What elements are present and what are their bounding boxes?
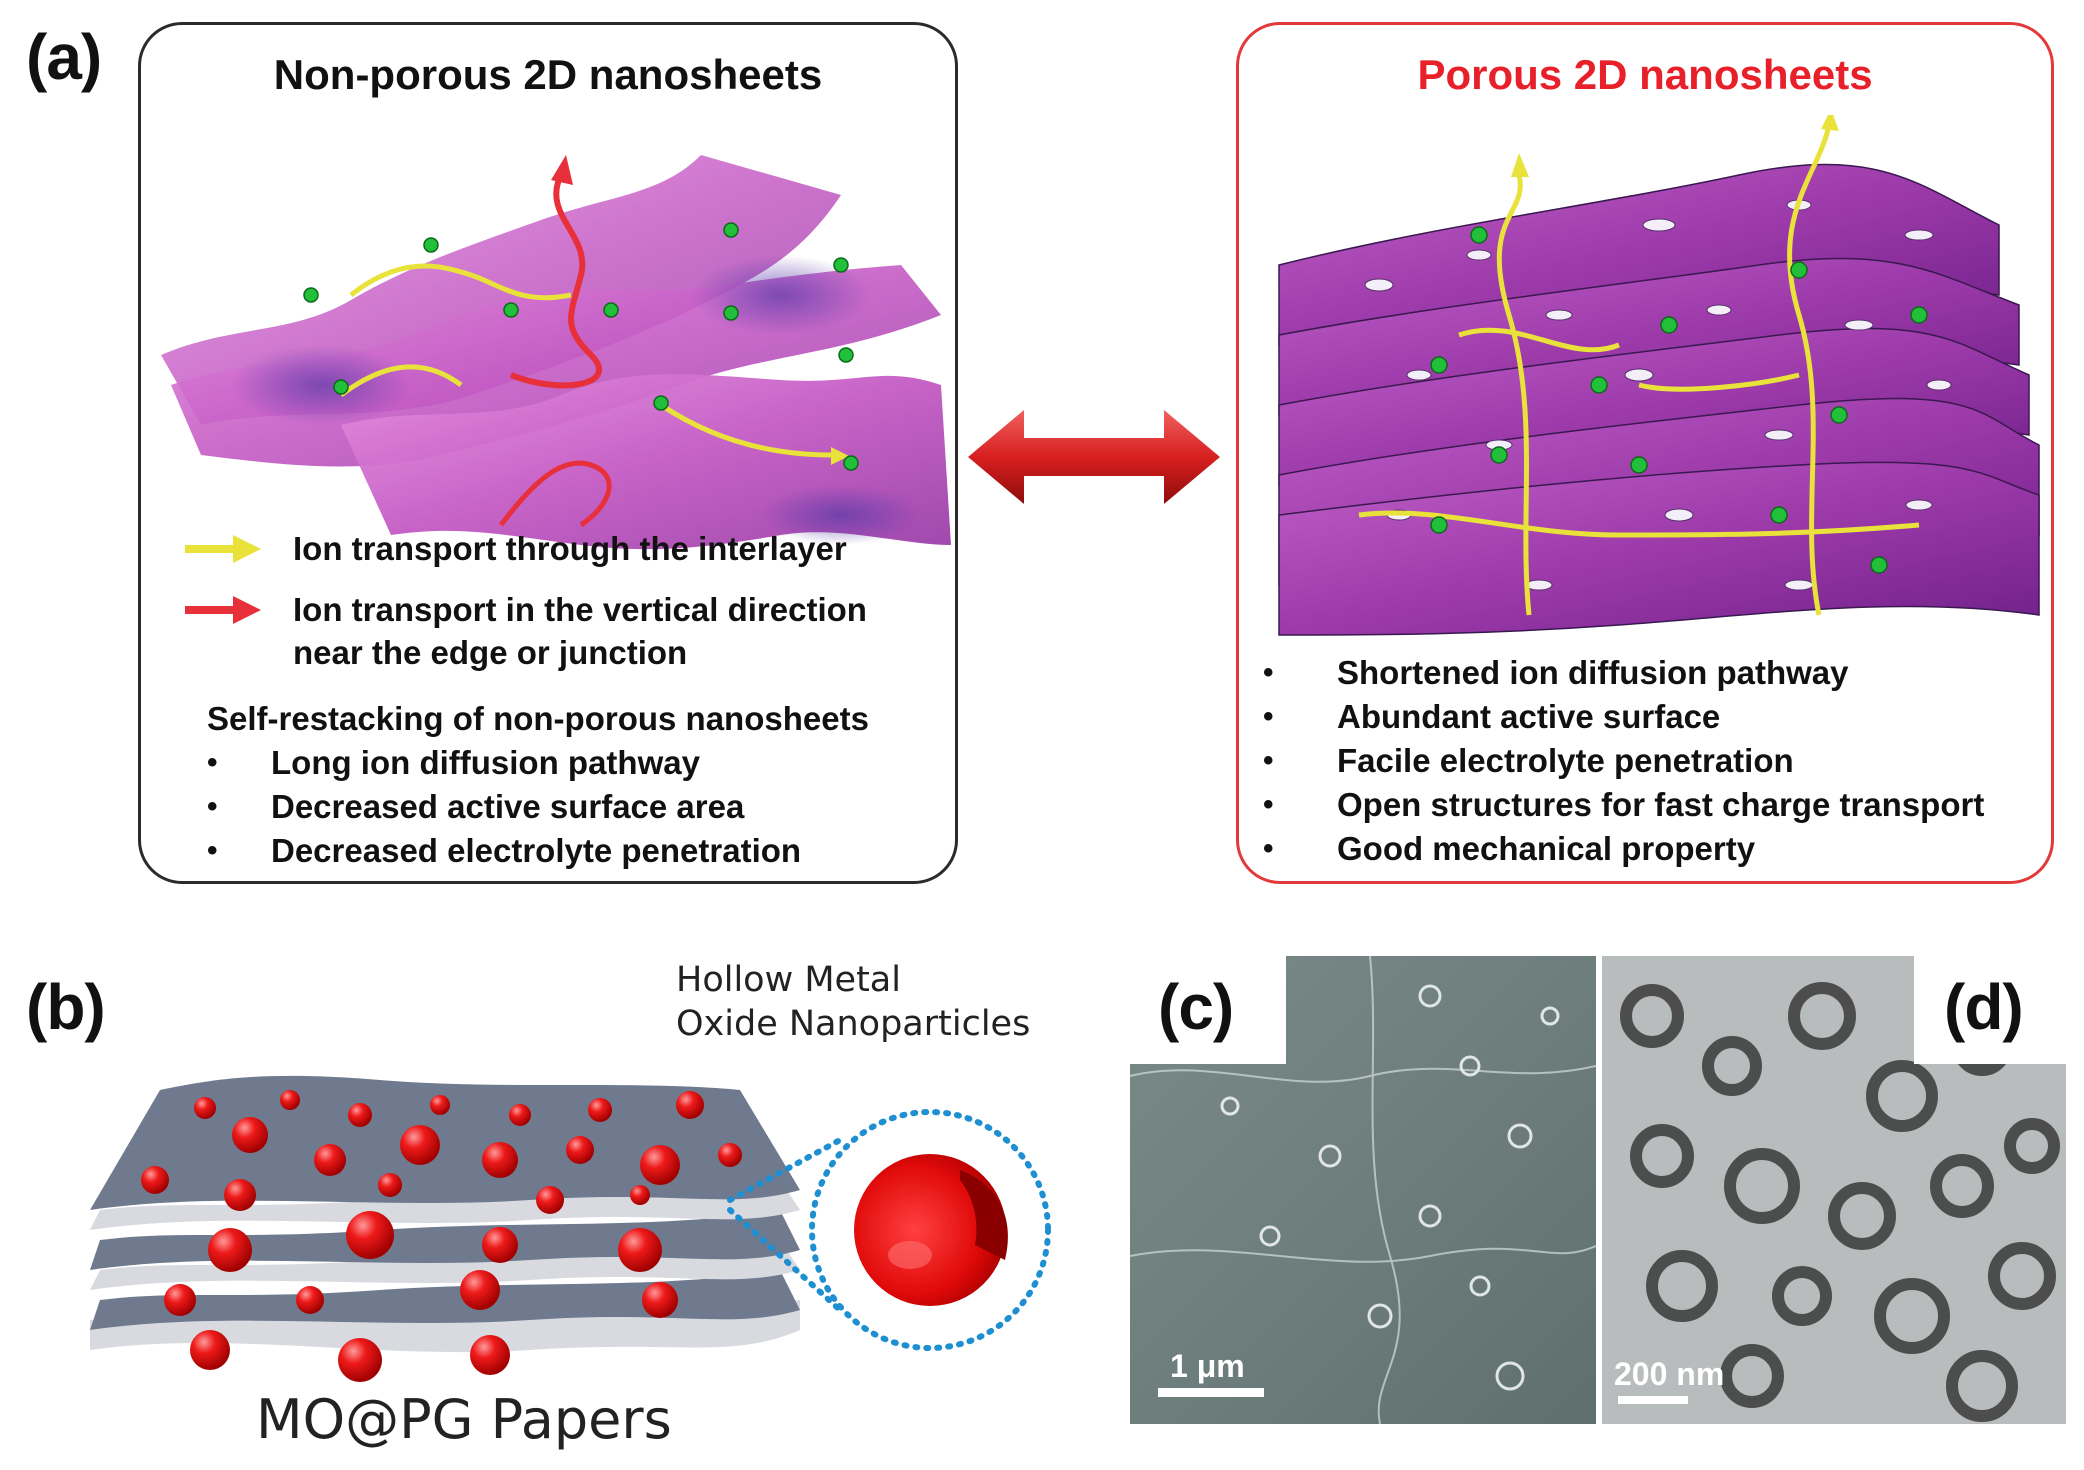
- hollow-callout-line2: Oxide Nanoparticles: [676, 1004, 1031, 1044]
- green-ions: [1430, 226, 1928, 574]
- non-porous-title: Non-porous 2D nanosheets: [273, 51, 823, 98]
- yellow-path-2: [339, 364, 463, 398]
- panel-label-a: (a): [26, 21, 102, 93]
- non-porous-box: Non-porous 2D nanosheets: [138, 22, 958, 884]
- panel-label-b: (b): [26, 971, 106, 1043]
- yellow-path-3: [659, 402, 832, 458]
- porous-sheet-stack: [1278, 163, 2040, 636]
- red-path-1: [509, 173, 602, 389]
- sem-scale-bar-label: 1 μm: [1170, 1348, 1245, 1384]
- porous-box: Porous 2D nanosheets: [1236, 22, 2054, 884]
- yellow-path-1: [349, 263, 572, 301]
- porous-bullet: Good mechanical property: [1263, 827, 1984, 871]
- red-arrow-icon: [185, 596, 261, 624]
- yellow-ion-paths: [1358, 124, 1920, 616]
- tem-scale-bar-label: 200 nm: [1614, 1356, 1725, 1392]
- double-arrow: [968, 410, 1220, 504]
- non-porous-bullet: Decreased active surface area: [207, 785, 801, 829]
- panel-label-d: (d): [1944, 971, 2024, 1043]
- porous-bullets: Shortened ion diffusion pathway Abundant…: [1263, 651, 1984, 871]
- tem-scale-bar-line: [1618, 1396, 1688, 1404]
- red-path-2: [499, 460, 612, 528]
- metal-oxide-particles: [141, 1090, 742, 1382]
- legend-yellow: Ion transport through the interlayer: [183, 527, 847, 570]
- legend-red-line2: near the edge or junction: [293, 634, 688, 671]
- porous-bullet: Shortened ion diffusion pathway: [1263, 651, 1984, 695]
- yellow-arrowhead: [1821, 115, 1839, 131]
- legend-red: Ion transport in the vertical direction …: [183, 588, 867, 674]
- panel-label-c: (c): [1158, 971, 1234, 1043]
- porous-bullet: Open structures for fast charge transpor…: [1263, 783, 1984, 827]
- non-porous-bullets: Long ion diffusion pathway Decreased act…: [207, 741, 801, 873]
- panel-c-label-bg: [1120, 950, 1286, 1064]
- tem-image: 200 nm: [1602, 956, 2066, 1424]
- legend-yellow-text: Ion transport through the interlayer: [293, 530, 847, 567]
- yellow-arrowhead: [1511, 153, 1529, 177]
- non-porous-bullet: Long ion diffusion pathway: [207, 741, 801, 785]
- hollow-particle-zoom: [854, 1154, 1008, 1306]
- green-ions: [303, 222, 859, 471]
- non-porous-bullet: Decreased electrolyte penetration: [207, 829, 801, 873]
- legend-red-line1: Ion transport in the vertical direction: [293, 591, 867, 628]
- hollow-callout-line1: Hollow Metal: [676, 960, 901, 1000]
- porous-bullet: Facile electrolyte penetration: [1263, 739, 1984, 783]
- mo-pg-paper-illustration: [90, 1075, 1051, 1382]
- non-porous-sheets-illustration: [161, 155, 951, 550]
- mo-pg-caption: MO@PG Papers: [256, 1388, 672, 1451]
- panel-d-label-bg: [1914, 950, 2074, 1064]
- callout-dotted-lines: [727, 1109, 1051, 1351]
- non-porous-subtitle: Self-restacking of non-porous nanosheets: [207, 700, 869, 737]
- porous-bullet: Abundant active surface: [1263, 695, 1984, 739]
- porous-title: Porous 2D nanosheets: [1417, 51, 1873, 98]
- yellow-arrow-icon: [185, 535, 261, 563]
- porous-sheets-illustration: [1278, 115, 2040, 636]
- sem-scale-bar-line: [1158, 1388, 1264, 1397]
